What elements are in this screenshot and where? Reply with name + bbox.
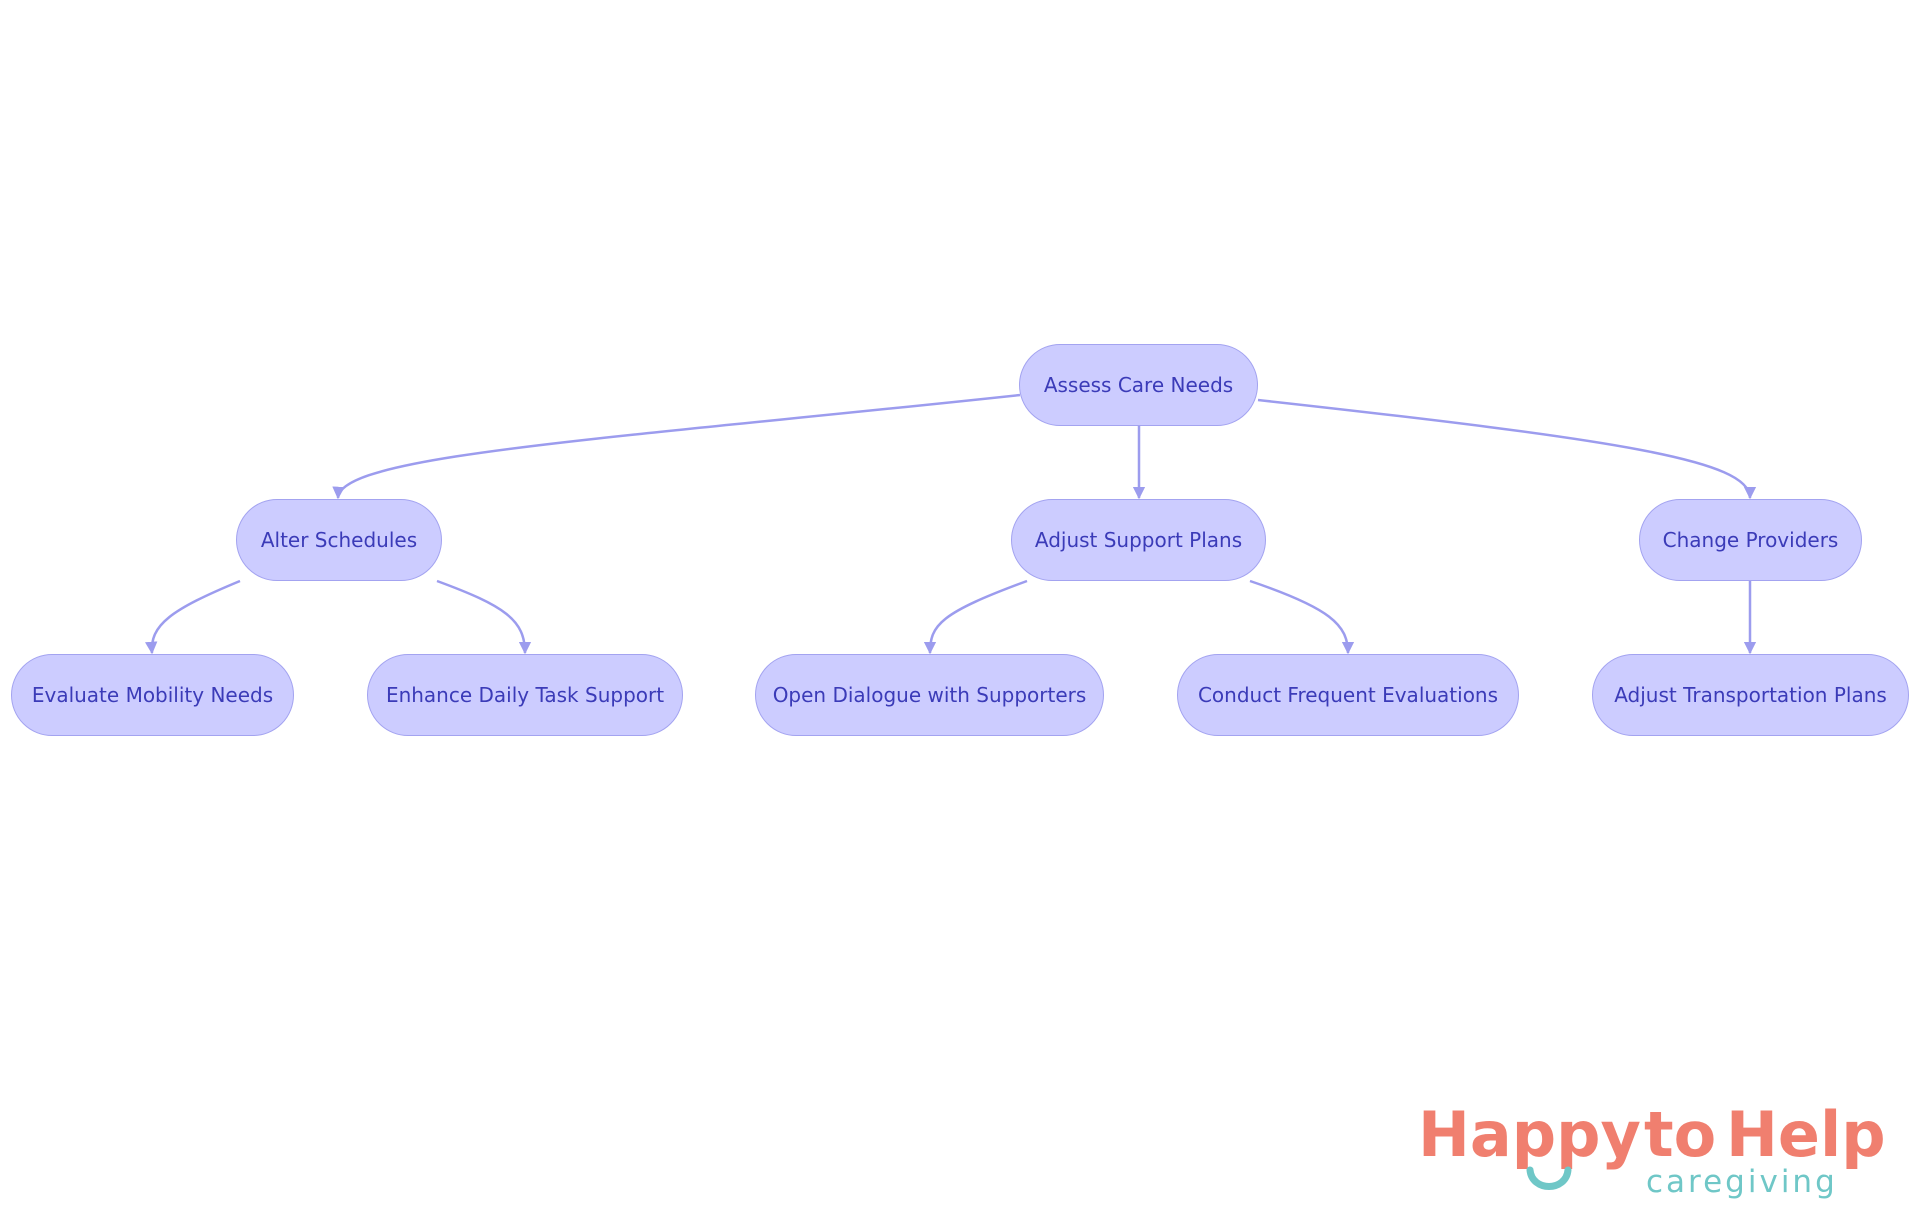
node-change-providers[interactable]: Change Providers xyxy=(1639,499,1862,581)
node-alter-schedules[interactable]: Alter Schedules xyxy=(236,499,442,581)
edge-alter-to-daily xyxy=(436,579,532,655)
logo-word-to: to xyxy=(1644,1098,1717,1171)
smile-icon xyxy=(1526,1166,1572,1190)
happy-to-help-logo: Happy to Help caregiving xyxy=(1418,1098,1886,1204)
node-enhance-daily-task-support[interactable]: Enhance Daily Task Support xyxy=(367,654,683,736)
edge-assess-to-change xyxy=(1257,398,1757,500)
logo-subtitle: caregiving xyxy=(1646,1164,1838,1200)
node-adjust-transportation-plans[interactable]: Adjust Transportation Plans xyxy=(1592,654,1909,736)
edge-alter-to-mobility xyxy=(144,579,241,655)
node-open-dialogue-with-supporters[interactable]: Open Dialogue with Supporters xyxy=(755,654,1104,736)
logo-word-happy: Happy xyxy=(1418,1098,1641,1171)
node-adjust-support-plans[interactable]: Adjust Support Plans xyxy=(1011,499,1266,581)
edge-adjust-support-to-dialogue xyxy=(923,579,1028,655)
node-evaluate-mobility-needs[interactable]: Evaluate Mobility Needs xyxy=(11,654,294,736)
logo-word-help: Help xyxy=(1726,1098,1886,1171)
edge-assess-to-alter xyxy=(332,393,1021,500)
node-assess-care-needs[interactable]: Assess Care Needs xyxy=(1019,344,1258,426)
edge-adjust-support-to-evaluations xyxy=(1249,579,1355,655)
node-conduct-frequent-evaluations[interactable]: Conduct Frequent Evaluations xyxy=(1177,654,1519,736)
